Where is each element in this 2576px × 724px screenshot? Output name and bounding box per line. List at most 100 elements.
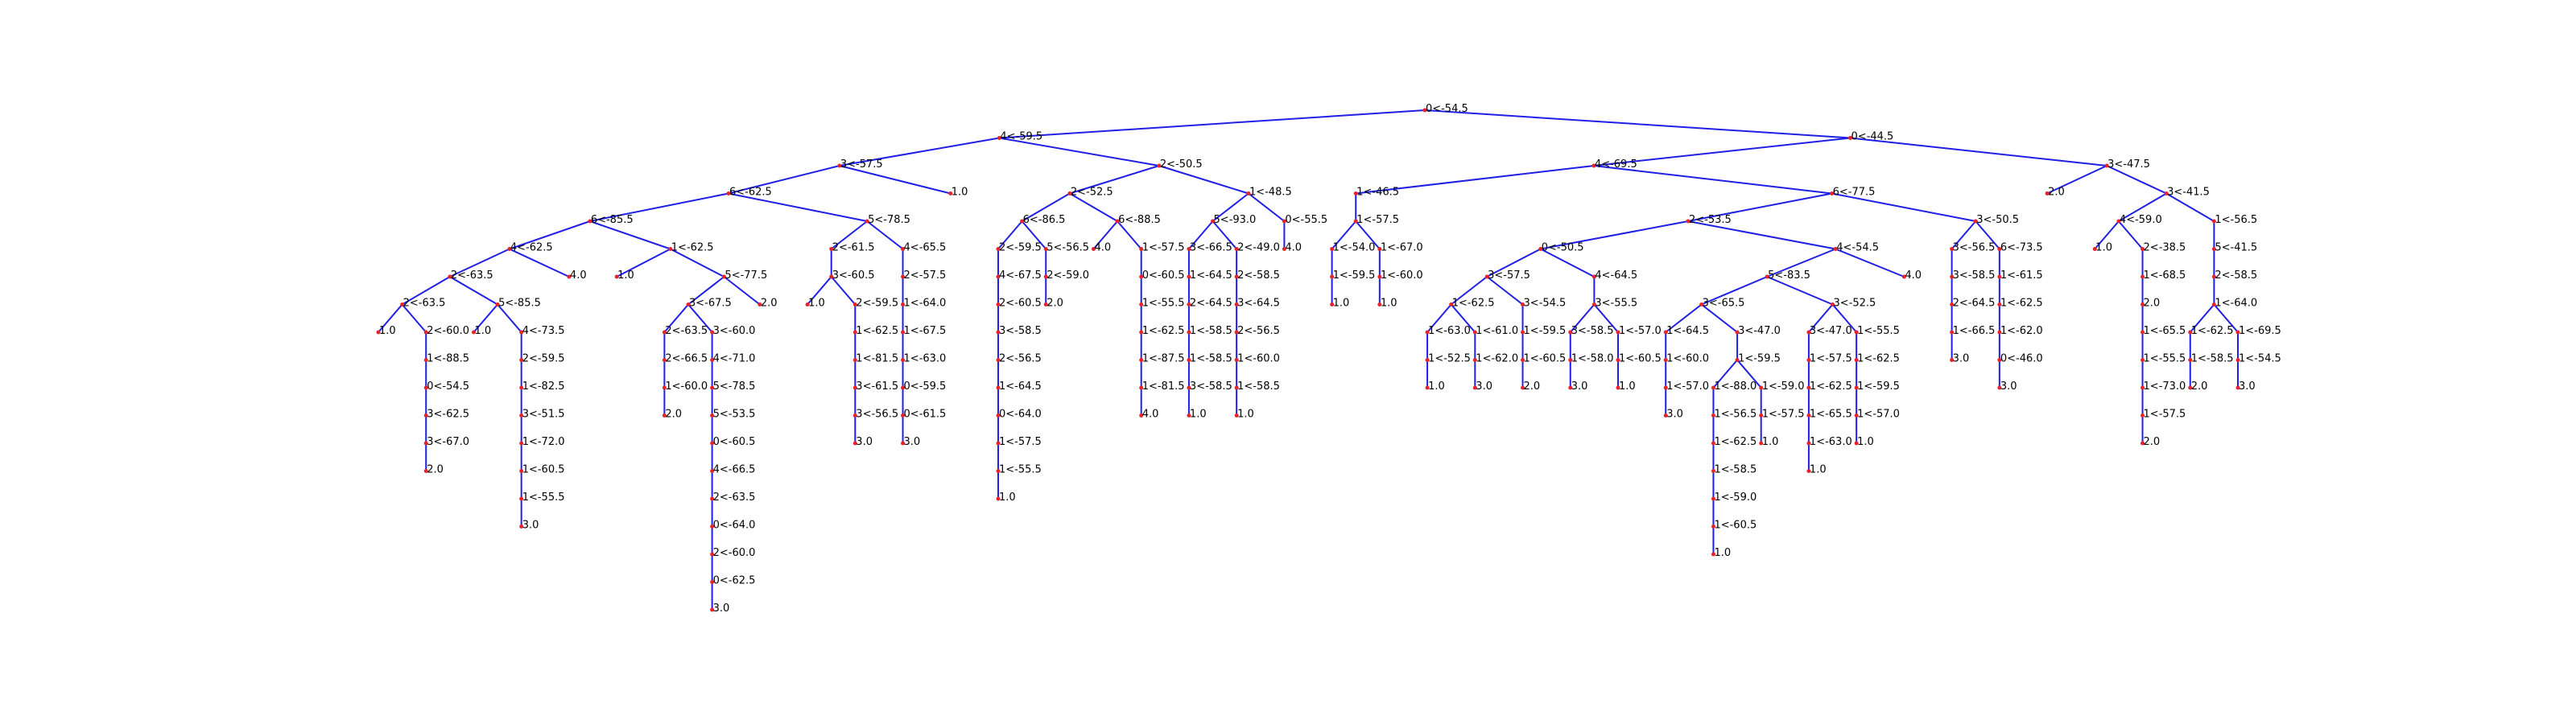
node-marker [1997,302,2002,306]
split-label: 3<-64.5 [1237,298,1280,310]
split-label: 3<-56.5 [856,409,898,421]
tree-edge [1426,303,1452,333]
split-label: 1<-56.5 [1714,409,1757,421]
node-marker [1425,385,1430,390]
split-label: 1<-54.5 [2239,353,2281,365]
node-marker [1377,302,1382,306]
node-marker [852,330,857,335]
tree-node: 1<-81.5 [1139,381,1185,393]
tree-node: 4.0 [567,269,587,282]
node-marker [1472,385,1477,390]
tree-node: 1<-46.5 [1353,187,1399,199]
node-marker [588,219,592,224]
tree-edge [497,303,522,333]
tree-node: 5<-85.5 [495,298,541,310]
split-label: 4<-66.5 [713,464,756,476]
node-marker [2211,219,2216,224]
split-label: 1<-46.5 [1356,187,1399,199]
split-label: 0<-61.5 [904,409,947,421]
split-label: 2<-53.5 [1689,214,1732,226]
split-label: 1<-73.0 [2144,381,2186,393]
node-marker [1591,274,1596,279]
split-label: 2<-57.5 [904,269,947,282]
tree-node: 4<-54.5 [1833,242,1879,254]
node-marker [1234,330,1239,335]
split-label: 6<-85.5 [591,214,634,226]
tree-node: 2.0 [662,409,682,421]
tree-edge [1486,276,1524,306]
node-marker [662,358,667,362]
tree-node: 1<-59.5 [1521,325,1566,337]
node-marker [1806,330,1811,335]
tree-node: 1<-62.5 [1806,381,1852,393]
tree-edge [1486,248,1542,278]
tree-node: 0<-61.5 [901,409,946,421]
tree-node: 0<-64.0 [996,409,1042,421]
tree-edge [1212,220,1237,250]
node-marker [852,358,857,362]
split-label: 1<-48.5 [1249,187,1292,199]
split-label: 5<-93.0 [1214,214,1257,226]
node-marker [1616,330,1620,335]
tree-node: 1<-87.5 [1139,353,1185,365]
split-label: 3<-67.0 [427,436,469,448]
tree-node: 3<-65.5 [1699,298,1744,310]
tree-edge [1355,220,1381,250]
split-label: 0<-44.5 [1852,131,1894,143]
leaf-label: 3.0 [1953,353,1970,365]
split-label: 2<-58.5 [2215,269,2257,282]
node-marker [710,607,715,612]
split-label: 3<-51.5 [522,409,565,421]
node-marker [2164,191,2169,195]
tree-node: 2<-59.5 [852,298,898,310]
split-label: 4<-71.0 [713,353,756,365]
node-marker [1663,358,1668,362]
split-label: 1<-60.0 [665,381,708,393]
split-label: 1<-59.5 [1524,325,1567,337]
node-marker [1735,358,1740,362]
split-label: 0<-62.5 [713,575,756,587]
node-marker [471,330,476,335]
split-label: 1<-62.5 [2000,298,2043,310]
node-marker [996,274,1001,279]
node-marker [2211,274,2216,279]
node-marker [996,441,1001,446]
tree-node: 1<-57.5 [1353,214,1399,226]
node-marker [1759,413,1764,418]
split-label: 2<-38.5 [2144,242,2186,254]
tree-node: 1.0 [1806,464,1827,476]
split-label: 6<-77.5 [1833,187,1876,199]
leaf-label: 2.0 [1046,298,1063,310]
tree-node: 3<-58.5 [1187,381,1232,393]
tree-node: 1<-62.0 [1472,353,1518,365]
tree-node: 2.0 [423,464,444,476]
node-marker [495,302,500,306]
split-label: 3<-61.5 [856,381,898,393]
split-label: 2<-59.5 [522,353,565,365]
split-label: 2<-61.5 [832,242,875,254]
node-marker [1187,274,1191,279]
tree-node: 2<-56.5 [996,353,1042,365]
node-marker [519,413,524,418]
tree-node: 3.0 [1663,409,1683,421]
tree-node: 2<-38.5 [2140,242,2186,254]
split-label: 5<-77.5 [724,269,767,282]
leaf-label: 2.0 [427,464,444,476]
tree-node: 2<-64.5 [1187,298,1232,310]
split-label: 1<-87.5 [1142,353,1185,365]
tree-node: 3.0 [1997,381,2017,393]
tree-node: 3<-62.5 [423,409,469,421]
node-marker [852,413,857,418]
node-marker [1854,413,1859,418]
node-marker [1020,219,1025,224]
tree-node: 6<-62.5 [726,187,772,199]
tree-node: 1<-82.5 [519,381,565,393]
node-marker [2211,247,2216,251]
leaf-label: 1.0 [1857,436,1874,448]
tree-node: 2<-63.5 [662,325,708,337]
tree-edge [1850,137,2107,167]
tree-node: 4<-59.5 [997,131,1042,143]
node-marker [1806,358,1811,362]
node-marker [710,385,715,390]
split-label: 2<-60.5 [999,298,1042,310]
